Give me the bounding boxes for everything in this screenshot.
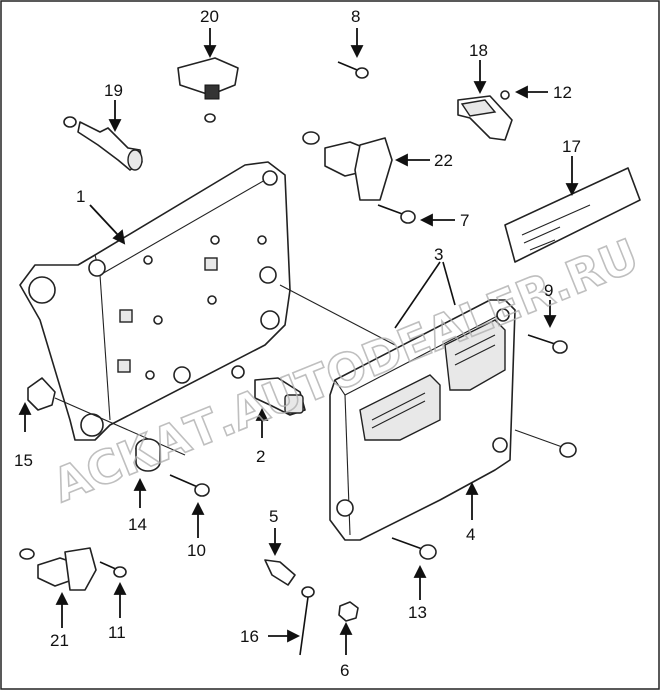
label-plate [504, 167, 641, 263]
leader-3b [394, 261, 441, 329]
leader-3a [279, 284, 396, 346]
nut-6 [338, 601, 359, 622]
callout-8: 8 [351, 7, 360, 26]
callout-11: 11 [108, 623, 126, 642]
callout-1: 1 [76, 187, 85, 206]
bolt-7 [377, 204, 416, 224]
callout-9: 9 [544, 281, 553, 300]
callout-7: 7 [460, 211, 469, 230]
callout-15: 15 [14, 451, 33, 470]
leader-3c [442, 261, 456, 306]
callout-arrows [18, 28, 579, 655]
bolt-8 [337, 61, 369, 79]
pressure-sensor-20 [177, 57, 239, 123]
callout-21: 21 [50, 631, 69, 650]
callout-12: 12 [553, 83, 572, 102]
spacer-14 [135, 438, 161, 472]
position-sensor-22 [302, 131, 393, 201]
fitting-5 [264, 559, 296, 586]
callout-14: 14 [128, 515, 147, 534]
bolt-right-module [514, 429, 577, 458]
engine-control-module [329, 299, 516, 541]
bolt-9 [527, 334, 568, 354]
bolt-11 [99, 561, 127, 578]
pressure-sensor-2 [231, 365, 306, 416]
position-sensor-21 [19, 547, 97, 591]
callout-17: 17 [562, 137, 581, 156]
callout-10: 10 [187, 541, 206, 560]
sensor-15 [27, 377, 186, 456]
callout-3: 3 [434, 245, 443, 264]
callout-labels: 20 8 18 12 19 22 17 1 7 3 9 15 2 14 4 10… [14, 7, 581, 680]
callout-4: 4 [466, 525, 475, 544]
temperature-sensor-19 [63, 116, 143, 171]
bolt-13 [391, 537, 437, 560]
callout-5: 5 [269, 507, 278, 526]
sensor-18 [457, 90, 513, 141]
bolt-10 [169, 474, 210, 497]
callout-18: 18 [469, 41, 488, 60]
callout-6: 6 [340, 661, 349, 680]
callout-20: 20 [200, 7, 219, 26]
callout-16: 16 [240, 627, 259, 646]
ground-strap-16 [299, 586, 315, 656]
callout-19: 19 [104, 81, 123, 100]
callout-2: 2 [256, 447, 265, 466]
callout-13: 13 [408, 603, 427, 622]
callout-22: 22 [434, 151, 453, 170]
